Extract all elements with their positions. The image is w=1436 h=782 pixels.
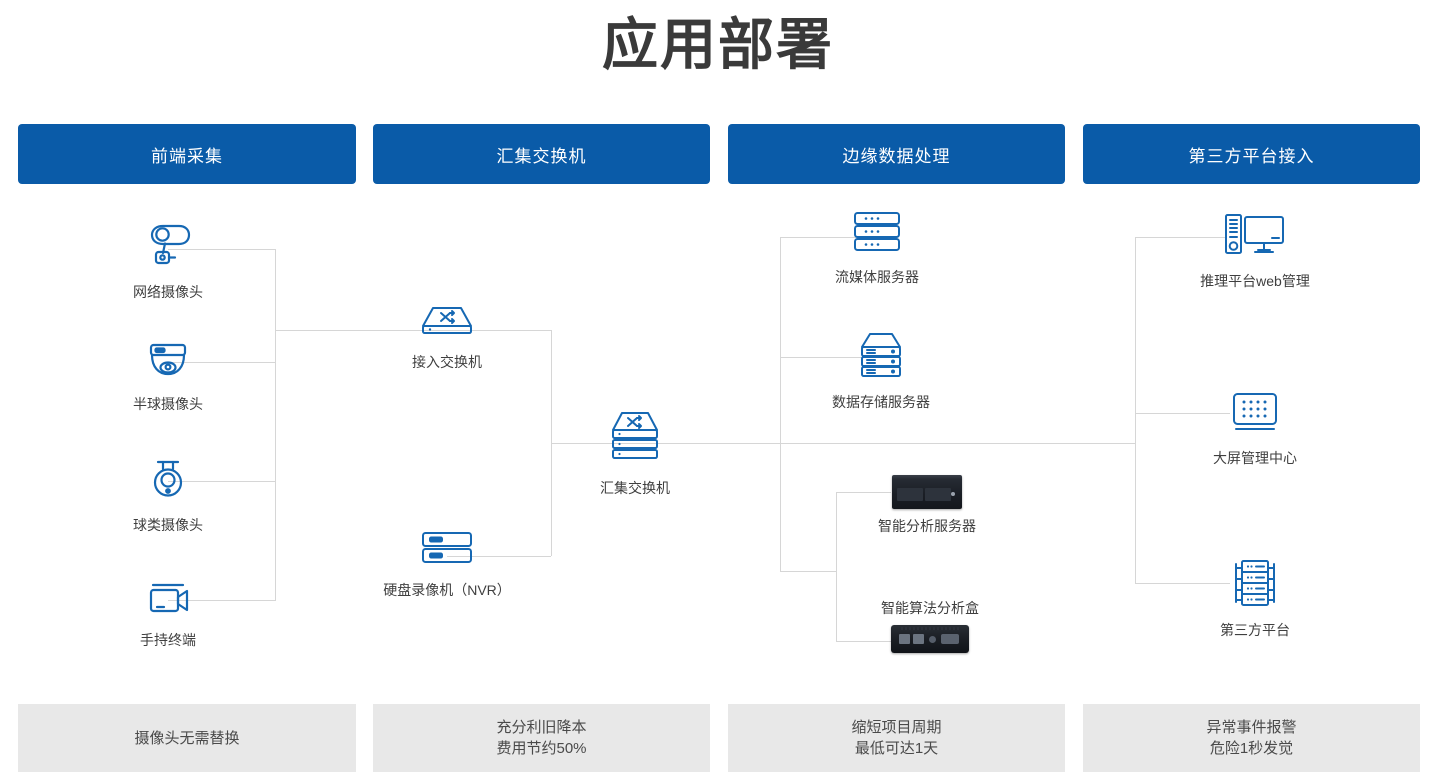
line-aggregation-switch-to-column3 [635, 443, 781, 444]
node-handheld-terminal[interactable]: 手持终端 [118, 582, 218, 650]
node-label: 手持终端 [140, 632, 196, 648]
line-column3-to-column4 [780, 443, 1135, 444]
dome-camera-icon [142, 340, 194, 387]
column-footer-front-end-collection: 摄像头无需替换 [18, 704, 356, 772]
desktop-monitor-icon [1222, 211, 1288, 264]
nvr-icon [417, 528, 477, 573]
video-wall-icon [1227, 390, 1283, 441]
node-label: 智能分析服务器 [878, 518, 976, 534]
line-video-wall-center-stub [1135, 413, 1230, 414]
column-header-aggregation-switch[interactable]: 汇集交换机 [373, 124, 710, 184]
node-label: 汇集交换机 [600, 480, 670, 496]
page-title: 应用部署 [602, 13, 834, 78]
line-handheld-terminal-stub [168, 600, 275, 601]
line-ai-analysis-server-stub [836, 492, 891, 493]
server-rack-icon [1225, 558, 1285, 613]
node-ai-algorithm-box[interactable]: 智能算法分析盒 [880, 598, 980, 653]
node-third-party-platform[interactable]: 第三方平台 [1205, 558, 1305, 640]
footer-line: 充分利旧降本 [496, 719, 587, 736]
line-streaming-server-stub [780, 237, 879, 238]
line-column3-to-ai-bus [780, 571, 837, 572]
ai-server-photo [892, 475, 962, 509]
ptz-camera-icon [142, 457, 194, 508]
column-header-edge-data-processing[interactable]: 边缘数据处理 [728, 124, 1065, 184]
line-third-party-platform-stub [1135, 583, 1230, 584]
node-dome-camera[interactable]: 半球摄像头 [118, 340, 218, 414]
line-column1-to-access-switch [275, 330, 551, 331]
node-nvr[interactable]: 硬盘录像机（NVR） [383, 528, 511, 600]
node-video-wall-center[interactable]: 大屏管理中心 [1205, 390, 1305, 468]
node-label: 智能算法分析盒 [881, 600, 979, 616]
footer-line: 异常事件报警 [1206, 719, 1297, 736]
node-aggregation-switch[interactable]: 汇集交换机 [585, 410, 685, 498]
switch-icon [417, 304, 477, 345]
line-ai-algorithm-box-stub [836, 641, 891, 642]
node-label: 接入交换机 [412, 354, 482, 370]
line-column1-vertical-bus [275, 249, 276, 601]
line-column3-vertical-bus [780, 237, 781, 571]
footer-line: 摄像头无需替换 [134, 729, 240, 747]
column-footer-third-party-platform-access: 异常事件报警 危险1秒发觉 [1083, 704, 1420, 772]
node-label: 流媒体服务器 [835, 269, 919, 285]
line-column2-to-aggregation-switch [551, 443, 635, 444]
footer-line: 缩短项目周期 [851, 719, 942, 736]
line-ptz-camera-stub [168, 481, 275, 482]
line-column4-vertical-bus [1135, 237, 1136, 583]
node-label: 大屏管理中心 [1213, 450, 1297, 466]
node-label: 网络摄像头 [133, 284, 203, 300]
column-footer-aggregation-switch: 充分利旧降本 费用节约50% [373, 704, 710, 772]
node-label: 硬盘录像机（NVR） [383, 582, 511, 598]
storage-server-icon [853, 330, 909, 385]
line-nvr-stub [447, 556, 551, 557]
footer-line: 最低可达1天 [854, 740, 939, 757]
line-network-camera-stub [168, 249, 275, 250]
node-label: 推理平台web管理 [1200, 273, 1310, 289]
footer-line: 危险1秒发觉 [1209, 740, 1294, 757]
bullet-camera-icon [142, 222, 194, 275]
camcorder-icon [142, 582, 194, 623]
line-inference-web-admin-stub [1135, 237, 1225, 238]
rack-server-icon [849, 209, 905, 260]
node-streaming-server[interactable]: 流媒体服务器 [827, 209, 927, 287]
footer-line: 费用节约50% [496, 740, 587, 757]
line-dome-camera-stub [168, 362, 275, 363]
node-label: 数据存储服务器 [832, 394, 930, 410]
ai-box-photo [891, 625, 969, 653]
line-ai-sub-bus [836, 492, 837, 642]
column-footer-edge-data-processing: 缩短项目周期 最低可达1天 [728, 704, 1065, 772]
node-ai-analysis-server[interactable]: 智能分析服务器 [877, 475, 977, 536]
node-label: 半球摄像头 [133, 396, 203, 412]
node-label: 第三方平台 [1220, 622, 1290, 638]
column-header-third-party-platform-access[interactable]: 第三方平台接入 [1083, 124, 1420, 184]
node-storage-server[interactable]: 数据存储服务器 [831, 330, 931, 412]
stacked-switch-icon [606, 410, 664, 471]
column-header-front-end-collection[interactable]: 前端采集 [18, 124, 356, 184]
node-access-switch[interactable]: 接入交换机 [397, 304, 497, 372]
node-network-camera[interactable]: 网络摄像头 [118, 222, 218, 302]
node-ptz-camera[interactable]: 球类摄像头 [118, 457, 218, 535]
line-storage-server-stub [780, 357, 881, 358]
node-inference-web-admin[interactable]: 推理平台web管理 [1200, 211, 1310, 291]
node-label: 球类摄像头 [133, 517, 203, 533]
